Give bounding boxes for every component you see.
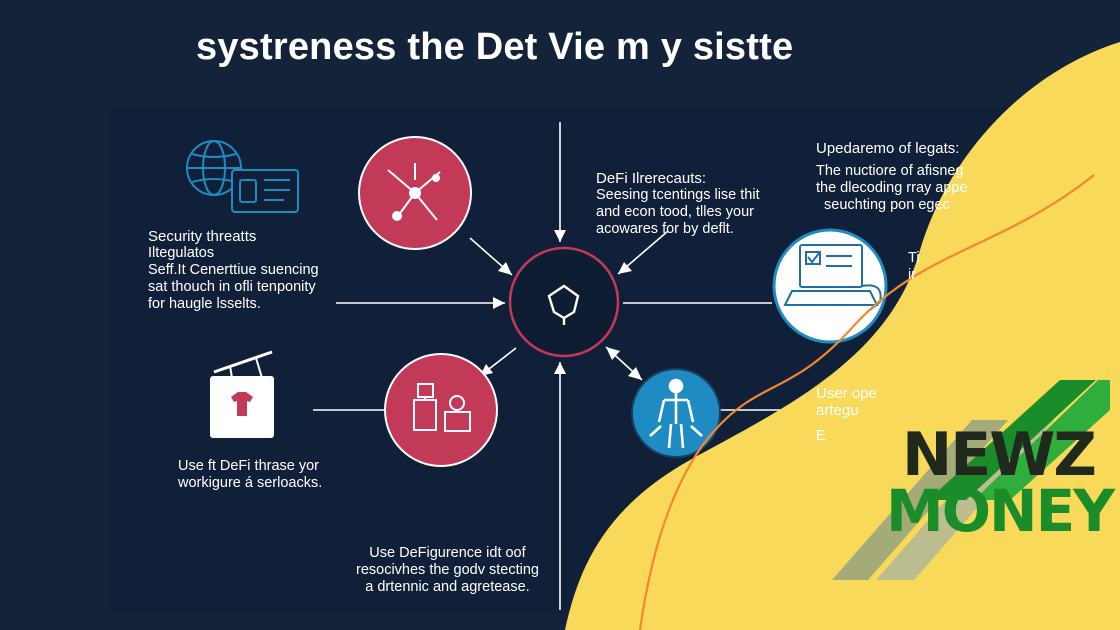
person-icon	[649, 378, 703, 449]
compass-arrows-icon	[387, 163, 441, 221]
logo-line1: NEWZ	[902, 420, 1097, 490]
security-line: Iltegulatos	[148, 245, 215, 261]
right-low-line: E	[816, 428, 826, 444]
right-mid-line: Ti	[908, 250, 920, 266]
shield-icon	[547, 284, 580, 320]
center-hub	[508, 246, 620, 358]
use-bottom-line: a drtennic and agretease.	[365, 579, 530, 595]
id-card-icon	[231, 169, 299, 213]
desk-worker-icon	[413, 383, 471, 432]
security-line: for haugle lsselts.	[148, 296, 261, 312]
update-block: Upedaremo of legats: The nuctiore of afi…	[816, 140, 968, 214]
laptop-checklist-icon	[783, 244, 882, 311]
security-heading: Security threatts	[148, 228, 257, 245]
use-bottom-line: Use DeFigurence idt oof	[369, 545, 526, 561]
defi-line: acowares for by deflt.	[596, 221, 734, 237]
defi-line: Seesing tcentings lise thit	[596, 187, 760, 203]
right-mid-line: ir	[908, 267, 917, 283]
use-bottom-line: resocivhes the godv stecting	[356, 562, 539, 578]
defi-block: DeFi Ilrerecauts: Seesing tcentings lise…	[596, 170, 760, 238]
globe-icon	[186, 140, 242, 196]
page-title: systreness the Det Vie m y sistte	[196, 26, 794, 68]
user-block: User ope artegu	[816, 385, 877, 419]
logo-line2: MONEY	[886, 477, 1115, 545]
security-line: sat thouch in ofli tenponity	[148, 279, 316, 295]
logo-stripes	[832, 380, 1110, 580]
update-line: The nuctiore of afisneg	[816, 163, 964, 179]
update-heading: Upedaremo of legats:	[816, 140, 960, 157]
security-block: Security threatts Iltegulatos Seff.It Ce…	[148, 228, 319, 313]
node-workspace	[384, 353, 498, 467]
use-bottom-block: Use DeFigurence idt oof resocivhes the g…	[356, 545, 539, 596]
security-line: Seff.It Cenerttiue suencing	[148, 262, 319, 278]
right-low-block: E	[816, 428, 826, 445]
update-line: seuchting pon egec	[824, 197, 950, 213]
shirt-tag-icon	[210, 350, 274, 438]
defi-heading: DeFi Ilrerecauts:	[596, 170, 707, 187]
user-line: artegu	[816, 402, 859, 419]
user-line: User ope	[816, 385, 877, 402]
defi-line: and econ tood, tlles your	[596, 204, 754, 220]
right-mid-block: Ti ir	[908, 250, 920, 284]
use-left-line: workigure á serloacks.	[178, 475, 323, 491]
use-left-line: Use ft DeFi thrase yor	[178, 458, 320, 474]
orange-curve	[638, 174, 1095, 630]
update-line: the dlecoding rray appe	[816, 180, 968, 196]
use-left-block: Use ft DeFi thrase yor workigure á serlo…	[178, 458, 322, 492]
